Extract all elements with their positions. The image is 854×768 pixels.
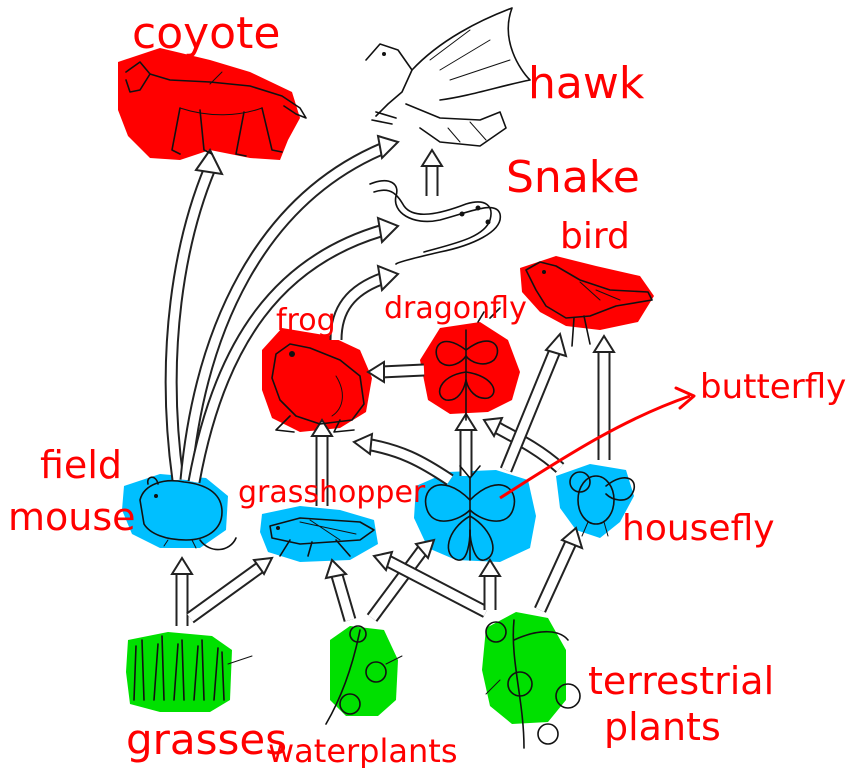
terrestrial-plants-highlight bbox=[482, 612, 566, 724]
bird-highlight bbox=[520, 256, 654, 330]
hawk-label: hawk bbox=[528, 58, 645, 109]
housefly-label: housefly bbox=[622, 508, 775, 549]
arrow-butterfly-to-dragonfly bbox=[456, 414, 476, 476]
terrestrial-plants-label-line1: terrestrial bbox=[588, 659, 774, 703]
arrow-terrestrial-to-housefly bbox=[540, 528, 582, 610]
coyote-highlight bbox=[118, 48, 300, 160]
bird-label: bird bbox=[560, 216, 630, 257]
coyote-label: coyote bbox=[132, 8, 280, 59]
field-mouse-label-line1: field bbox=[40, 443, 122, 487]
arrow-layer bbox=[171, 136, 614, 626]
arrow-grasses-to-grasshopper bbox=[190, 558, 272, 618]
hawk-drawing bbox=[366, 8, 530, 146]
grasshopper-highlight bbox=[260, 506, 378, 562]
arrow-terrestrial-to-butterfly bbox=[480, 560, 500, 610]
arrow-waterplants-to-grasshopper bbox=[326, 560, 350, 620]
arrow-dragonfly-to-frog bbox=[368, 362, 424, 382]
dragonfly-label: dragonfly bbox=[384, 291, 527, 326]
butterfly-label: butterfly bbox=[700, 367, 846, 407]
terrestrial-plants-label-line2: plants bbox=[604, 705, 721, 749]
waterplants-label: waterplants bbox=[268, 732, 457, 768]
snake-label: Snake bbox=[506, 152, 640, 203]
dragonfly-highlight bbox=[420, 322, 520, 414]
arrow-butterfly-to-frog bbox=[354, 434, 450, 480]
arrow-housefly-to-bird bbox=[594, 336, 614, 460]
arrow-snake-to-hawk bbox=[422, 150, 442, 196]
field-mouse-highlight bbox=[122, 474, 228, 548]
frog-label: frog bbox=[276, 303, 336, 338]
grasses-label: grasses bbox=[126, 715, 287, 764]
field-mouse-label-line2: mouse bbox=[8, 495, 136, 539]
grasshopper-label: grasshopper bbox=[238, 475, 426, 510]
